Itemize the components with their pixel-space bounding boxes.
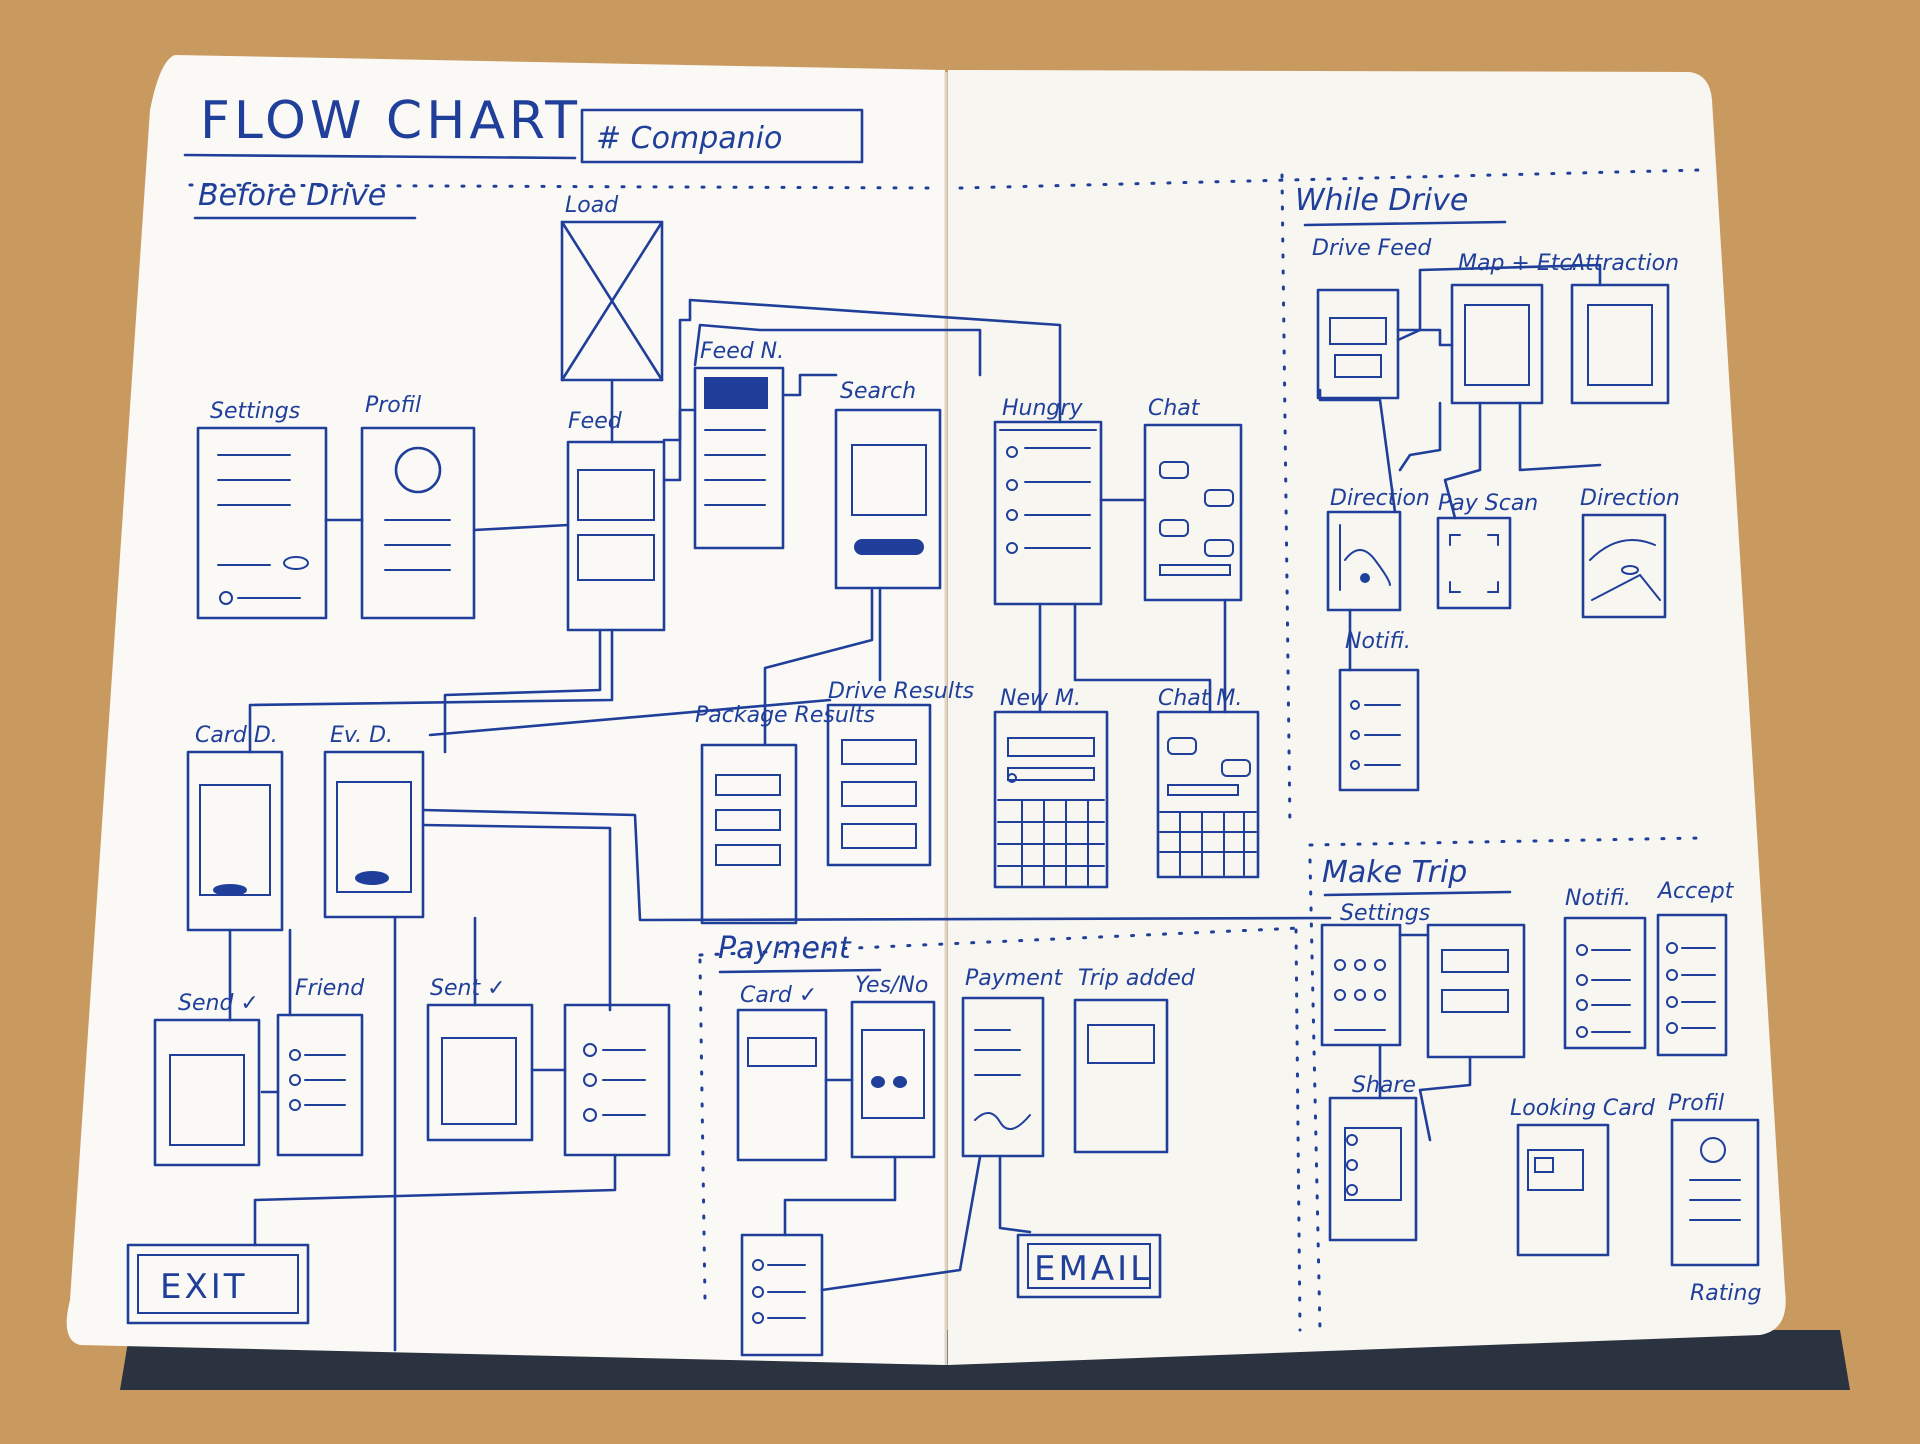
screen-profil-2: Profil Rating: [1668, 1091, 1761, 1306]
label-profil: Profil: [365, 393, 421, 418]
label-accept: Accept: [1656, 879, 1735, 904]
divider-top-left: [188, 183, 932, 190]
divider-while-drive: [1280, 173, 1292, 832]
section-payment: Payment: [718, 931, 852, 966]
screen-direction-1: Direction: [1326, 486, 1430, 612]
divider-top-right: [958, 168, 1702, 190]
screen-chat-m: Chat M.: [1156, 686, 1260, 879]
label-yes-no: Yes/No: [855, 973, 928, 998]
label-package-results: Package Results: [695, 703, 875, 728]
title-underline: [183, 153, 577, 160]
label-looking-card: Looking Card: [1510, 1096, 1656, 1121]
label-sent: Sent ✓: [430, 976, 506, 1001]
screen-direction-2: Direction: [1580, 486, 1680, 619]
label-payment-screen: Payment: [965, 966, 1064, 991]
screen-friend: Friend: [276, 976, 365, 1157]
label-notifi-2: Notifi.: [1565, 886, 1631, 911]
right-page: [948, 70, 1786, 1365]
screen-send: Send ✓: [153, 991, 261, 1167]
label-send: Send ✓: [178, 991, 259, 1016]
label-chat-m: Chat M.: [1158, 686, 1242, 711]
label-feed: Feed: [568, 409, 623, 434]
label-profil-2: Profil: [1668, 1091, 1724, 1116]
screen-looking-card: Looking Card: [1510, 1096, 1656, 1257]
screen-feed-n: Feed N.: [693, 339, 785, 550]
screen-search: Search: [834, 379, 942, 590]
label-settings-trip: Settings: [1340, 901, 1430, 926]
screen-payment: Payment: [961, 966, 1064, 1158]
project-name: # Companio: [596, 121, 782, 156]
screen-attraction: Attraction: [1568, 251, 1679, 405]
screen-trip-form: [1426, 923, 1526, 1059]
label-load: Load: [565, 193, 619, 218]
screen-share: Share: [1328, 1073, 1418, 1242]
label-drive-feed: Drive Feed: [1312, 236, 1432, 261]
label-direction-1: Direction: [1330, 486, 1430, 511]
screen-hungry: Hungry: [993, 396, 1103, 606]
label-hungry: Hungry: [1002, 396, 1083, 421]
label-feed-n: Feed N.: [700, 339, 784, 364]
screen-notifi-2: Notifi.: [1563, 886, 1647, 1050]
divider-make-trip: [1308, 836, 1702, 847]
section-while-drive: While Drive: [1295, 183, 1468, 218]
label-share: Share: [1352, 1073, 1416, 1098]
screen-settings-trip: Settings: [1320, 901, 1430, 1047]
label-card-d: Card D.: [195, 723, 278, 748]
label-friend: Friend: [295, 976, 365, 1001]
screen-chat: Chat: [1143, 396, 1243, 602]
screen-ev-d: Ev. D.: [323, 723, 425, 919]
screen-sent: Sent ✓: [426, 976, 534, 1142]
screen-feed: Feed: [566, 409, 666, 632]
screen-pinfor: [740, 1233, 824, 1357]
section-make-trip: Make Trip: [1322, 855, 1467, 890]
screen-accept: Accept: [1656, 879, 1735, 1057]
email-box: EMAIL: [1016, 1233, 1162, 1299]
section-before-drive: Before Drive: [198, 178, 386, 213]
screen-friend-list: [563, 1003, 671, 1157]
screen-card-check: Card ✓: [736, 983, 828, 1162]
label-search: Search: [840, 379, 916, 404]
screen-drive-feed: Drive Feed: [1312, 236, 1432, 400]
title: FLOW CHART: [200, 91, 581, 151]
label-settings: Settings: [210, 399, 300, 424]
label-chat: Chat: [1148, 396, 1201, 421]
label-exit: EXIT: [160, 1267, 248, 1307]
connectors: [228, 263, 1602, 1352]
screen-card-d: Card D.: [186, 723, 284, 932]
label-card-check: Card ✓: [740, 983, 817, 1008]
label-drive-results: Drive Results: [828, 679, 974, 704]
screen-drive-results: Drive Results: [826, 679, 974, 867]
screen-notifi-1: Notifi.: [1338, 629, 1420, 792]
project-box: [580, 108, 864, 164]
divider-payment-right: [1294, 928, 1302, 1332]
exit-box: EXIT: [126, 1243, 310, 1325]
screen-settings: Settings: [196, 399, 328, 620]
label-trip-added: Trip added: [1078, 966, 1196, 991]
label-ev-d: Ev. D.: [330, 723, 393, 748]
label-email: EMAIL: [1034, 1249, 1152, 1289]
label-map-etc: Map + Etc.: [1458, 251, 1578, 276]
screen-package-results: Package Results: [695, 703, 875, 925]
screen-profil: Profil: [360, 393, 476, 620]
screen-trip-added: Trip added: [1073, 966, 1196, 1154]
label-rating: Rating: [1690, 1281, 1761, 1306]
label-notifi-1: Notifi.: [1345, 629, 1411, 654]
label-attraction: Attraction: [1568, 251, 1679, 276]
label-direction-2: Direction: [1580, 486, 1680, 511]
